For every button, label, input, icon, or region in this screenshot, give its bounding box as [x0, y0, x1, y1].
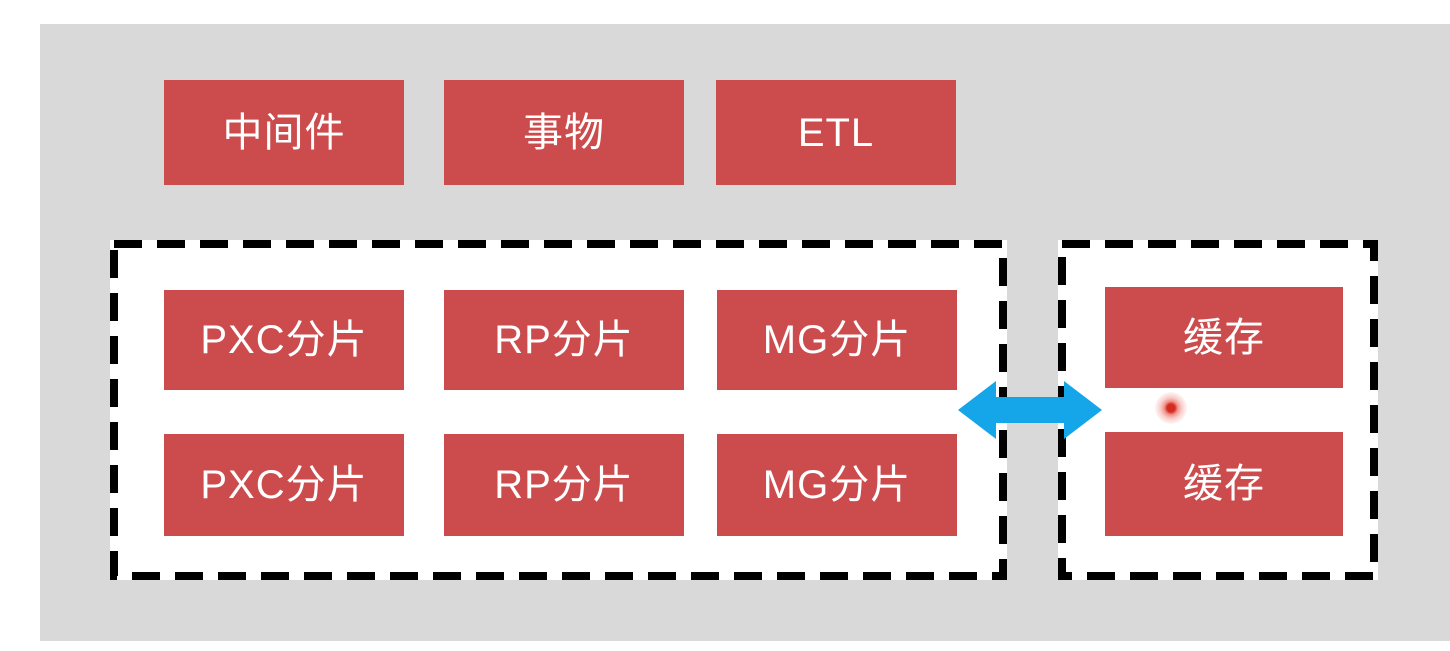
box-pxc-shard-row1[interactable]: PXC分片 [164, 290, 404, 390]
box-rp-shard-row2[interactable]: RP分片 [444, 434, 684, 536]
double-headed-arrow-icon [958, 381, 1102, 439]
box-mg-shard-row2[interactable]: MG分片 [717, 434, 957, 536]
box-pxc-shard-row2[interactable]: PXC分片 [164, 434, 404, 536]
bidirectional-arrow-icon[interactable] [958, 378, 1102, 442]
box-transaction[interactable]: 事物 [444, 80, 684, 185]
sharding-group-container[interactable]: PXC分片 RP分片 MG分片 PXC分片 RP分片 MG分片 [110, 240, 1007, 580]
cache-group-container[interactable]: 缓存 缓存 [1058, 240, 1378, 580]
cursor-highlight-dot [1155, 392, 1187, 424]
box-cache-bottom[interactable]: 缓存 [1105, 432, 1343, 536]
box-mg-shard-row1[interactable]: MG分片 [717, 290, 957, 390]
box-cache-top[interactable]: 缓存 [1105, 287, 1343, 388]
box-rp-shard-row1[interactable]: RP分片 [444, 290, 684, 390]
box-etl[interactable]: ETL [716, 80, 956, 185]
box-middleware[interactable]: 中间件 [164, 80, 404, 185]
